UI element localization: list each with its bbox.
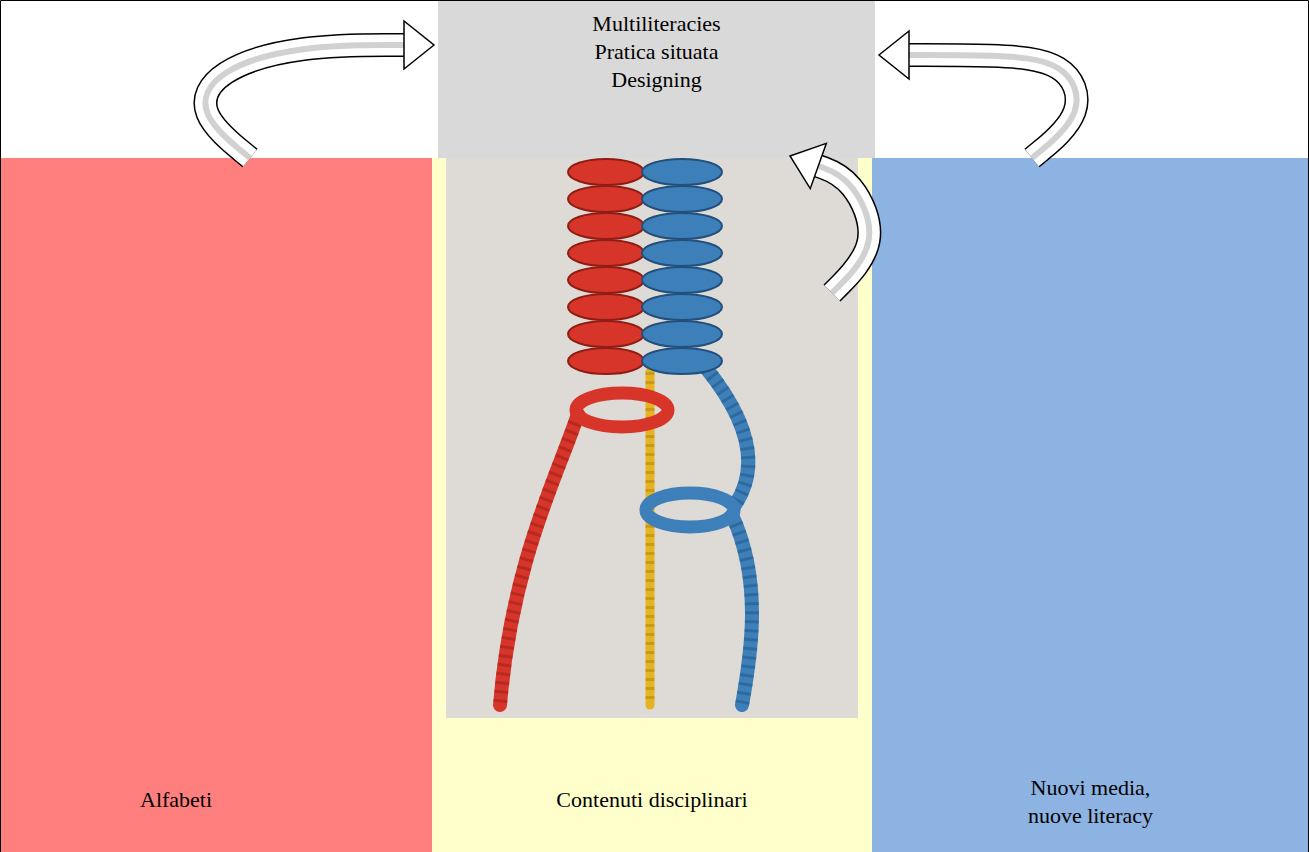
blue-knot xyxy=(642,348,722,374)
blue-strand-twist xyxy=(706,368,748,505)
grey-panel xyxy=(438,0,875,158)
blue-strand-twist xyxy=(732,515,752,705)
node-text: Alfabeti xyxy=(140,786,212,814)
node-text: Designing xyxy=(611,66,701,94)
node-text: Multiliteracies xyxy=(592,10,720,38)
node-text: Contenuti disciplinari xyxy=(556,786,747,814)
column-band: Nuovi media, nuove literacy xyxy=(872,158,1309,852)
curved-arrow xyxy=(790,143,869,293)
red-knot xyxy=(568,348,644,374)
arrow-outline xyxy=(205,45,404,158)
red-loop xyxy=(576,393,668,427)
column-band: Contenuti disciplinari xyxy=(432,158,872,852)
arrow-outline xyxy=(818,166,869,293)
blue-knot xyxy=(642,321,722,347)
arrow-shade xyxy=(909,55,1077,158)
arrow-head xyxy=(790,143,826,188)
blue-knot xyxy=(642,159,722,185)
red-knot xyxy=(568,159,644,185)
blue-loop xyxy=(646,493,734,527)
red-knot xyxy=(568,321,644,347)
blue-strand xyxy=(706,368,748,505)
blue-knot xyxy=(642,186,722,212)
curved-arrow xyxy=(205,21,434,158)
arrow-body xyxy=(818,166,869,293)
blue-knot xyxy=(642,294,722,320)
column-band: Alfabeti xyxy=(0,158,432,852)
blue-knot xyxy=(642,267,722,293)
red-knot xyxy=(568,186,644,212)
arrow-shade xyxy=(205,45,404,158)
red-strand-twist xyxy=(500,414,578,705)
red-knot xyxy=(568,240,644,266)
arrow-body xyxy=(909,55,1077,158)
blue-knot xyxy=(642,213,722,239)
top-band xyxy=(0,0,1309,158)
red-strand xyxy=(500,414,578,705)
node-text: Pratica situata xyxy=(594,38,718,66)
arrow-head xyxy=(404,21,434,69)
red-knot xyxy=(568,213,644,239)
blue-strand xyxy=(732,515,752,705)
photo-ground xyxy=(446,158,858,718)
blue-knot xyxy=(642,240,722,266)
arrow-body xyxy=(205,45,404,158)
blue-column xyxy=(872,158,1309,852)
arrow-outline xyxy=(909,55,1077,158)
yellow-column xyxy=(432,158,872,852)
node-text: Nuovi media, nuove literacy xyxy=(1008,774,1173,830)
red-knot xyxy=(568,267,644,293)
arrow-head xyxy=(879,31,909,79)
arrow-shade xyxy=(818,166,869,293)
red-knot xyxy=(568,294,644,320)
red-column xyxy=(0,158,432,852)
concept-box: MultiliteraciesPratica situataDesigning xyxy=(438,0,875,158)
curved-arrow xyxy=(879,31,1077,158)
